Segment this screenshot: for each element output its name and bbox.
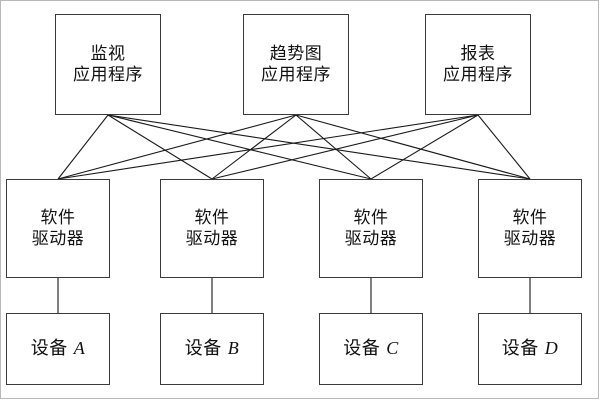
edge-app-trend-to-driver-b bbox=[211, 114, 297, 180]
driver-box-line-1: 软件 bbox=[194, 208, 230, 228]
driver-box-line-1: 软件 bbox=[512, 208, 548, 228]
driver-box-line-2: 驱动器 bbox=[31, 228, 85, 248]
application-box-trend[interactable]: 趋势图应用程序 bbox=[243, 14, 349, 115]
device-label: 设备 bbox=[30, 338, 68, 359]
edge-app-trend-to-driver-d bbox=[295, 114, 531, 180]
application-box-line-1: 监视 bbox=[90, 44, 126, 64]
edge-app-monitor-to-driver-d bbox=[107, 114, 531, 180]
device-tag: A bbox=[73, 338, 86, 359]
edge-app-monitor-to-driver-b bbox=[107, 114, 213, 180]
edge-app-report-to-driver-b bbox=[211, 114, 479, 180]
application-box-line-1: 趋势图 bbox=[269, 44, 323, 64]
device-label: 设备 bbox=[501, 338, 539, 359]
application-box-line-2: 应用程序 bbox=[261, 64, 331, 84]
device-label: 设备 bbox=[184, 338, 222, 359]
application-box-report[interactable]: 报表应用程序 bbox=[425, 14, 531, 115]
application-box-line-2: 应用程序 bbox=[443, 64, 513, 84]
device-tag: B bbox=[227, 338, 240, 359]
edge-app-report-to-driver-c bbox=[370, 114, 479, 180]
edge-app-trend-to-driver-a bbox=[57, 114, 297, 180]
driver-box-line-1: 软件 bbox=[353, 208, 389, 228]
edge-app-report-to-driver-d bbox=[477, 114, 531, 180]
driver-box-line-2: 驱动器 bbox=[503, 228, 557, 248]
device-label: 设备 bbox=[343, 338, 381, 359]
application-box-monitor[interactable]: 监视应用程序 bbox=[55, 14, 161, 115]
driver-box-line-2: 驱动器 bbox=[344, 228, 398, 248]
driver-box-d[interactable]: 软件驱动器 bbox=[478, 179, 582, 278]
driver-box-b[interactable]: 软件驱动器 bbox=[160, 179, 264, 278]
edge-app-monitor-to-driver-c bbox=[107, 114, 372, 180]
driver-box-line-2: 驱动器 bbox=[185, 228, 239, 248]
application-box-line-2: 应用程序 bbox=[73, 64, 143, 84]
edge-app-report-to-driver-a bbox=[57, 114, 479, 180]
edge-app-monitor-to-driver-a bbox=[57, 114, 109, 180]
device-tag: D bbox=[544, 338, 559, 359]
driver-box-a[interactable]: 软件驱动器 bbox=[6, 179, 110, 278]
edge-app-trend-to-driver-c bbox=[295, 114, 372, 180]
driver-box-line-1: 软件 bbox=[40, 208, 76, 228]
application-box-line-1: 报表 bbox=[460, 44, 496, 64]
device-tag: C bbox=[386, 338, 399, 359]
driver-box-c[interactable]: 软件驱动器 bbox=[319, 179, 423, 278]
